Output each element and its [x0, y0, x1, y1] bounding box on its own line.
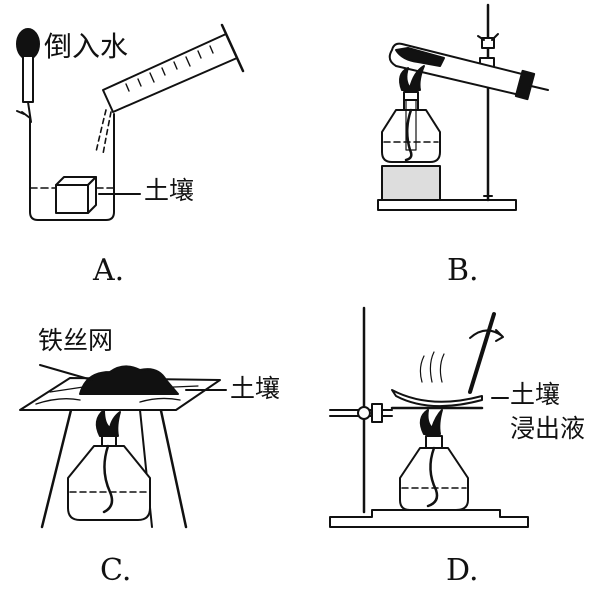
label-soil-c: 土壤 [230, 374, 281, 403]
test-tube [388, 42, 549, 101]
steam [419, 351, 445, 383]
label-soil-extract-line1: 土壤 [510, 380, 561, 409]
dropper [16, 28, 40, 123]
beaker [16, 110, 115, 221]
panel-c-figure [19, 364, 227, 529]
alcohol-lamp-c [67, 435, 151, 521]
label-wire-gauze: 铁丝网 [38, 326, 114, 355]
label-pour-water: 倒入水 [44, 30, 129, 63]
gauze-pointer-line [39, 364, 93, 381]
panel-d-figure [329, 306, 529, 528]
evaporating-dish [391, 389, 483, 408]
panel-b-figure [377, 3, 549, 211]
caption-d: D. [446, 553, 479, 588]
ring-clamp [329, 403, 484, 423]
label-soil-a: 土壤 [144, 176, 195, 205]
caption-b: B. [447, 253, 479, 288]
graduated-cylinder [102, 23, 245, 113]
lamp-block [381, 165, 441, 201]
flame-c [95, 409, 121, 437]
flame-d [419, 409, 443, 435]
alcohol-lamp-d [399, 435, 469, 511]
label-soil-extract-line2: 浸出液 [510, 414, 586, 443]
panel-a-figure [16, 23, 245, 221]
caption-a: A. [93, 253, 125, 288]
soil-pile [79, 365, 179, 395]
alcohol-lamp [381, 99, 441, 163]
caption-c: C. [100, 553, 132, 588]
soil-block [55, 176, 97, 214]
water-stream [95, 109, 112, 155]
flame [399, 65, 425, 101]
